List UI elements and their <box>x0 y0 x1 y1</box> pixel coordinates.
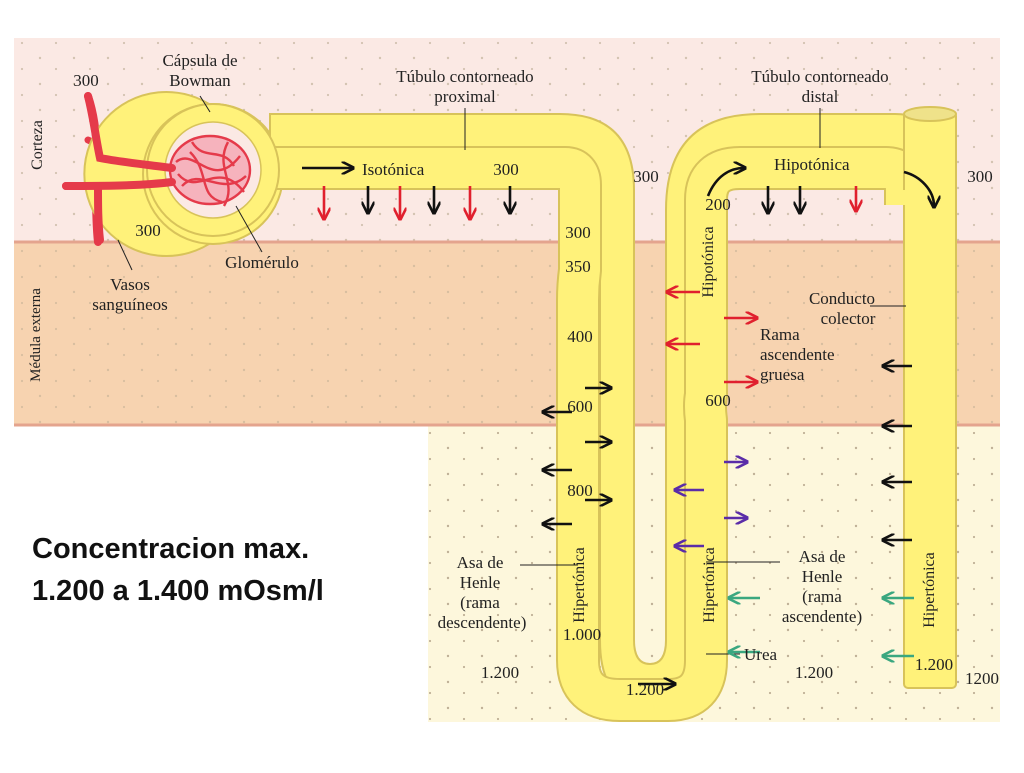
label-asc-2: Henle <box>802 567 843 586</box>
label-vessels-1: Vasos <box>110 275 150 294</box>
value-600-desc: 600 <box>567 397 593 416</box>
label-desc-2: Henle <box>460 573 501 592</box>
label-distal-2: distal <box>802 87 839 106</box>
label-proximal-1: Túbulo contorneado <box>396 67 533 86</box>
value-1000: 1.000 <box>563 625 601 644</box>
zone-label-outer-medulla: Médula externa <box>28 288 44 382</box>
red-arrows <box>324 186 856 382</box>
value-1200-bottom: 1.200 <box>626 680 664 699</box>
value-400: 400 <box>567 327 593 346</box>
label-collecting-1: Conducto <box>809 289 875 308</box>
value-1200-left: 1.200 <box>481 663 519 682</box>
label-proximal-2: proximal <box>434 87 496 106</box>
label-hypertonic-desc: Hipertónica <box>571 547 588 623</box>
green-arrows <box>730 598 914 656</box>
value-300-vessel-bottom: 300 <box>135 221 161 240</box>
zone-label-cortex: Corteza <box>29 120 46 170</box>
label-hypotonic-vertical: Hipotónica <box>700 226 717 297</box>
glomerulus <box>168 134 252 207</box>
leader-lines <box>117 95 906 655</box>
label-desc-1: Asa de <box>457 553 504 572</box>
value-1200-right: 1.200 <box>795 663 833 682</box>
label-asc-3: (rama <box>802 587 842 606</box>
concentration-caption: Concentracion max. 1.200 a 1.400 mOsm/l <box>32 528 432 612</box>
value-600-asc: 600 <box>705 391 731 410</box>
label-thick-3: gruesa <box>760 365 805 384</box>
value-300-desc: 300 <box>565 223 591 242</box>
value-300-cortex-mid: 300 <box>633 167 659 186</box>
label-collecting-2: colector <box>821 309 876 328</box>
label-hypertonic-asc: Hipertónica <box>701 547 718 623</box>
label-distal-1: Túbulo contorneado <box>751 67 888 86</box>
label-thick-2: ascendente <box>760 345 835 364</box>
caption-line-1: Concentracion max. <box>32 533 310 565</box>
value-300-right: 300 <box>967 167 993 186</box>
purple-arrows <box>676 462 746 546</box>
value-1200-edge: 1200 <box>965 669 999 688</box>
label-isotonic: Isotónica <box>362 160 425 179</box>
value-300-proximal: 300 <box>493 160 519 179</box>
label-glomerulus: Glomérulo <box>225 253 299 272</box>
label-urea: Urea <box>744 645 777 664</box>
label-hypertonic-collect: Hipertónica <box>921 552 938 628</box>
value-800: 800 <box>567 481 593 500</box>
value-350: 350 <box>565 257 591 276</box>
label-hypotonic-top: Hipotónica <box>774 155 850 174</box>
label-desc-3: (rama <box>460 593 500 612</box>
label-thick-1: Rama <box>760 325 800 344</box>
value-300-vessel-top: 300 <box>73 71 99 90</box>
caption-line-2: 1.200 a 1.400 mOsm/l <box>32 575 324 607</box>
value-1200-collect: 1.200 <box>915 655 953 674</box>
blood-vessel-paths <box>62 92 176 244</box>
value-200: 200 <box>705 195 731 214</box>
label-vessels-2: sanguíneos <box>92 295 168 314</box>
label-desc-4: descendente) <box>438 613 527 632</box>
label-asc-1: Asa de <box>799 547 846 566</box>
label-asc-4: ascendente) <box>782 607 862 626</box>
label-bowman-2: Bowman <box>169 71 231 90</box>
black-arrows <box>302 168 934 684</box>
label-bowman-1: Cápsula de <box>162 51 237 70</box>
